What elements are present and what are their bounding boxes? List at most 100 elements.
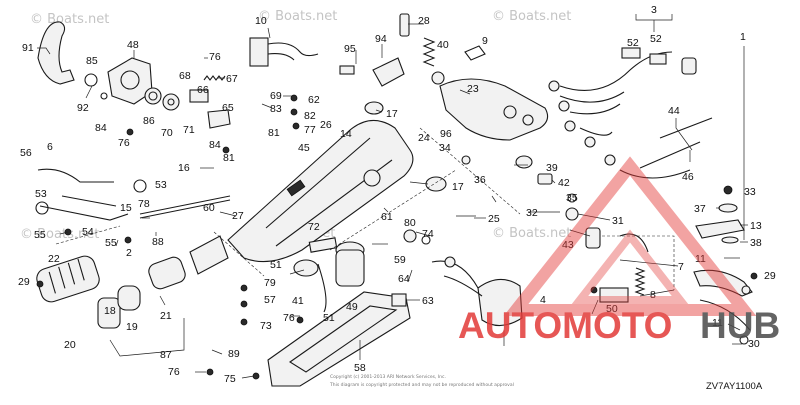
callout-73: 73 — [260, 320, 272, 332]
callout-75: 75 — [224, 373, 236, 385]
callout-21: 21 — [160, 310, 172, 322]
callout-53: 53 — [155, 179, 167, 191]
callout-42: 42 — [558, 177, 570, 189]
callout-76: 76 — [168, 366, 180, 378]
callout-48: 48 — [127, 39, 139, 51]
copyright-line-1: Copyright (c) 2001-2013 ARI Network Serv… — [330, 374, 446, 380]
callout-45: 45 — [298, 142, 310, 154]
callout-43: 43 — [562, 239, 574, 251]
callout-76: 76 — [118, 137, 130, 149]
callout-58: 58 — [354, 362, 366, 374]
callout-37: 37 — [694, 203, 706, 215]
callout-18: 18 — [104, 305, 116, 317]
callout-84: 84 — [209, 139, 221, 151]
callout-30: 30 — [748, 338, 760, 350]
callout-88: 88 — [152, 236, 164, 248]
watermarks: © Boats.net © Boats.net © Boats.net © Bo… — [20, 9, 571, 242]
callout-92: 92 — [77, 102, 89, 114]
callout-83: 83 — [270, 103, 282, 115]
callout-34: 34 — [439, 142, 451, 154]
callout-41: 41 — [292, 295, 304, 307]
callout-67: 67 — [226, 73, 238, 85]
diagram-code: ZV7AY1100A — [706, 381, 763, 392]
callout-55: 55 — [34, 229, 46, 241]
callout-72: 72 — [308, 221, 320, 233]
grip-part — [36, 255, 100, 303]
callout-65: 65 — [222, 102, 234, 114]
callout-87: 87 — [160, 349, 172, 361]
callout-60: 60 — [203, 202, 215, 214]
callouts: 91 48 10 28 3 1 85 76 95 94 40 9 52 52 6… — [18, 4, 776, 385]
callout-40: 40 — [437, 39, 449, 51]
brand-logo: AUTOMOTO HUB — [458, 156, 780, 346]
callout-13: 13 — [750, 220, 762, 232]
callout-55: 55 — [105, 237, 117, 249]
copyright-line-2: This diagram is copyright protected and … — [329, 382, 514, 388]
watermark-text: © Boats.net — [492, 226, 571, 241]
callout-74: 74 — [422, 228, 434, 240]
callout-62: 62 — [308, 94, 320, 106]
callout-6: 6 — [47, 141, 53, 153]
callout-80: 80 — [404, 217, 416, 229]
callout-35: 35 — [566, 192, 578, 204]
callout-8: 8 — [650, 289, 656, 301]
callout-96: 96 — [440, 128, 452, 140]
callout-81: 81 — [268, 127, 280, 139]
callout-32: 32 — [526, 207, 538, 219]
swivel-bracket-part — [439, 78, 549, 141]
callout-79: 79 — [264, 277, 276, 289]
brand-text-red: AUTOMOTO — [458, 305, 672, 346]
callout-69: 69 — [270, 90, 282, 102]
callout-50: 50 — [606, 303, 618, 315]
callout-63: 63 — [422, 295, 434, 307]
callout-64: 64 — [398, 273, 410, 285]
callout-86: 86 — [143, 115, 155, 127]
watermark-text: © Boats.net — [258, 9, 337, 24]
callout-77: 77 — [304, 124, 316, 136]
callout-29: 29 — [764, 270, 776, 282]
callout-66: 66 — [197, 84, 209, 96]
callout-84: 84 — [95, 122, 107, 134]
callout-22: 22 — [48, 253, 60, 265]
callout-52: 52 — [627, 37, 639, 49]
footer: Copyright (c) 2001-2013 ARI Network Serv… — [329, 374, 763, 392]
callout-53: 53 — [35, 188, 47, 200]
callout-7: 7 — [678, 261, 684, 273]
tiller-handle-part — [227, 119, 414, 263]
callout-10: 10 — [255, 15, 267, 27]
brand-text-dark: HUB — [700, 305, 780, 346]
callout-70: 70 — [161, 127, 173, 139]
callout-95: 95 — [344, 43, 356, 55]
callout-4: 4 — [540, 294, 546, 306]
parts-artwork — [35, 13, 758, 387]
callout-51: 51 — [323, 312, 335, 324]
watermark-text: © Boats.net — [492, 9, 571, 24]
callout-51: 51 — [270, 259, 282, 271]
callout-49: 49 — [346, 301, 358, 313]
callout-91: 91 — [22, 42, 34, 54]
callout-56: 56 — [20, 147, 32, 159]
callout-14: 14 — [340, 128, 352, 140]
callout-81: 81 — [223, 152, 235, 164]
callout-68: 68 — [179, 70, 191, 82]
callout-61: 61 — [381, 211, 393, 223]
callout-57: 57 — [264, 294, 276, 306]
callout-16: 16 — [178, 162, 190, 174]
callout-46: 46 — [682, 171, 694, 183]
callout-59: 59 — [394, 254, 406, 266]
callout-29: 29 — [18, 276, 30, 288]
callout-1: 1 — [740, 31, 746, 43]
callout-15: 15 — [120, 202, 132, 214]
callout-31: 31 — [612, 215, 624, 227]
callout-2: 2 — [126, 247, 132, 259]
callout-24: 24 — [418, 132, 430, 144]
callout-9: 9 — [482, 35, 488, 47]
callout-28: 28 — [418, 15, 430, 27]
callout-71: 71 — [183, 124, 195, 136]
callout-39: 39 — [546, 162, 558, 174]
callout-3: 3 — [651, 4, 657, 16]
harness-connector-part — [249, 37, 269, 67]
leader-lines — [37, 14, 757, 379]
callout-26: 26 — [320, 119, 332, 131]
